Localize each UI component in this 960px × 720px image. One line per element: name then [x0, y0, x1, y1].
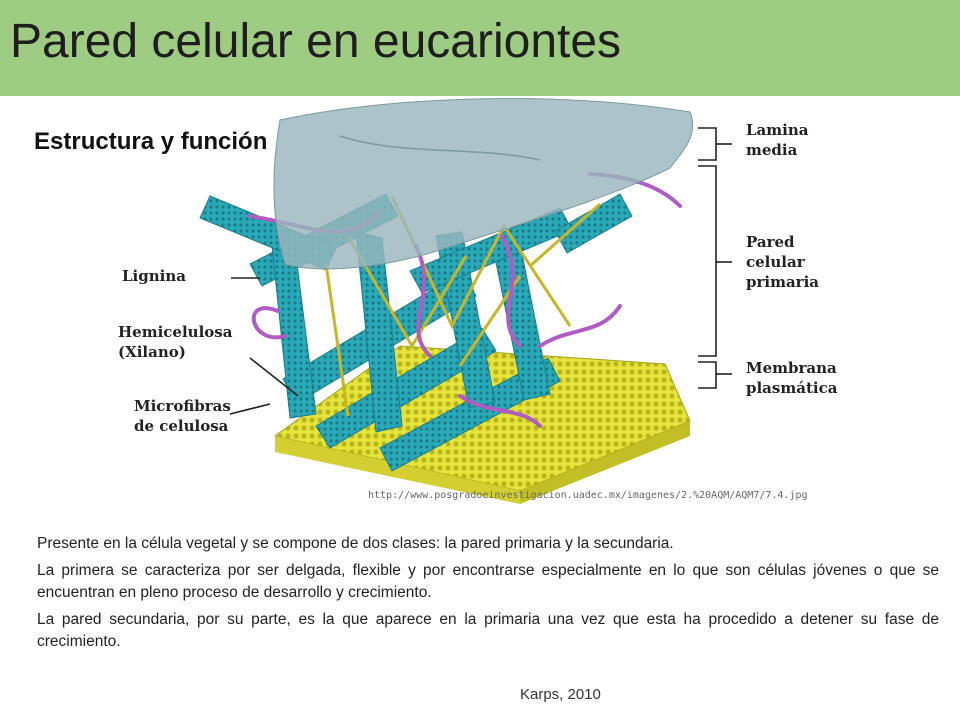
title-bar [0, 0, 960, 96]
label-hemicelulosa: Hemicelulosa (Xilano) [118, 323, 233, 361]
body-text: Presente en la célula vegetal y se compo… [37, 533, 939, 658]
image-source-url: http://www.posgradoeinvestigacion.uadec.… [368, 490, 808, 501]
label-lamina-media: Lamina media [746, 121, 809, 159]
middle-lamella [273, 98, 694, 270]
paragraph-1: Presente en la célula vegetal y se compo… [37, 535, 674, 552]
cell-wall-illustration [199, 98, 732, 504]
pointer-lines [229, 277, 299, 415]
paragraph-3: La pared secundaria, por su parte, es la… [37, 611, 939, 650]
cell-wall-diagram: Lignina Hemicelulosa (Xilano) Microfibra… [100, 96, 860, 512]
label-pared-primaria: Pared celular primaria [746, 233, 820, 291]
label-lignina: Lignina [122, 267, 186, 285]
citation: Karps, 2010 [520, 686, 601, 703]
label-membrana: Membrana plasmática [746, 359, 838, 397]
paragraph-2: La primera se caracteriza por ser delgad… [37, 562, 939, 601]
slide-title: Pared celular en eucariontes [10, 15, 622, 68]
lamella-fold [339, 135, 541, 161]
slide-subtitle: Estructura y función [34, 128, 268, 155]
layer-brackets [698, 127, 732, 389]
label-microfibras: Microfibras de celulosa [134, 397, 231, 435]
